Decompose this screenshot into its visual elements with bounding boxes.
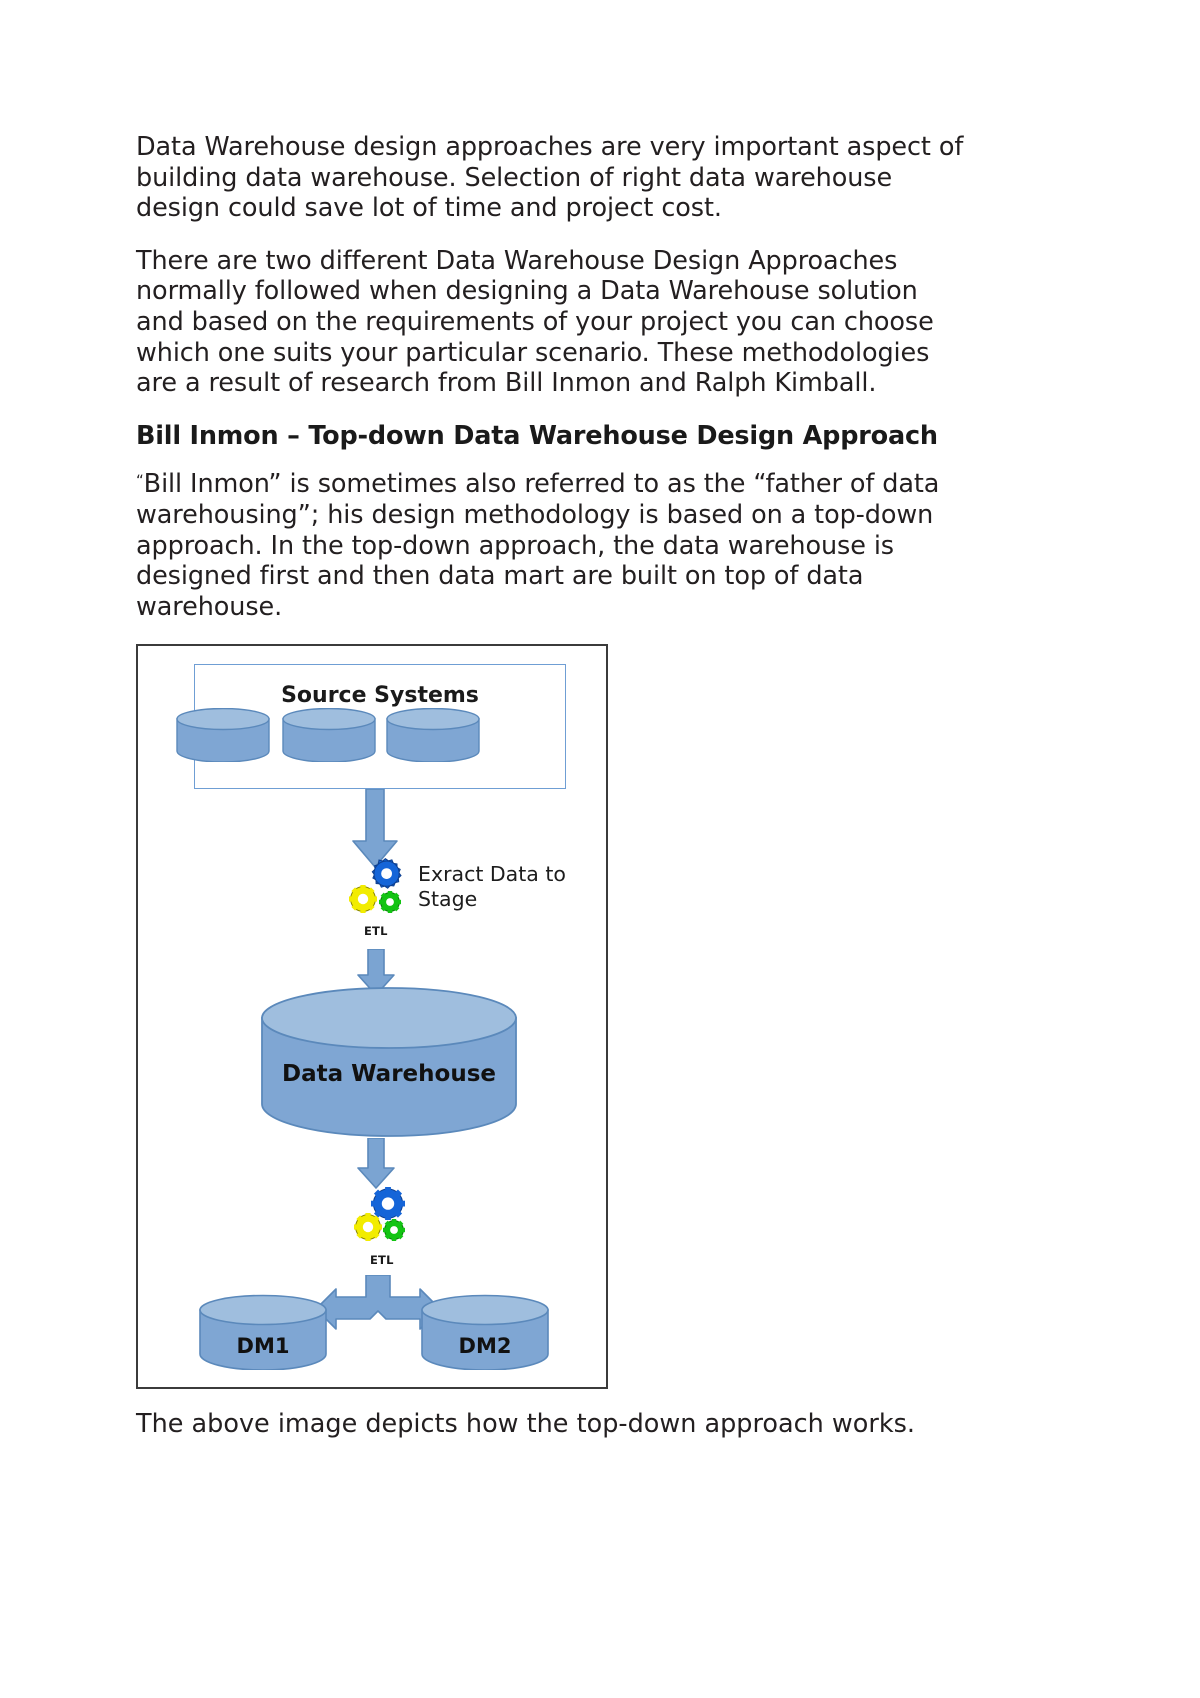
gear-green <box>379 891 401 914</box>
figure-caption: The above image depicts how the top-down… <box>136 1409 916 1440</box>
down-arrow-icon <box>357 1137 395 1190</box>
source-database-cylinder-2 <box>282 708 376 764</box>
etl-stage-description: Exract Data to Stage <box>418 862 566 912</box>
arrow-sources-to-etl <box>350 788 400 869</box>
paragraph-inmon-description: “Bill Inmon” is sometimes also referred … <box>136 469 972 622</box>
etl-gears-load-marts <box>348 1186 420 1248</box>
source-systems-title: Source Systems <box>281 683 479 709</box>
etl-badge-top: ETL <box>364 924 388 939</box>
cylinder-icon <box>176 708 270 764</box>
gears-icon <box>349 858 402 914</box>
down-arrow-icon <box>352 788 398 869</box>
gear-blue-large <box>371 1187 405 1221</box>
paragraph-inmon-text: Bill Inmon” is sometimes also referred t… <box>136 469 940 622</box>
cylinder-icon <box>421 1295 549 1372</box>
paragraph-intro: Data Warehouse design approaches are ver… <box>136 132 964 224</box>
data-warehouse-cylinder <box>260 986 518 1138</box>
cylinder-icon <box>199 1295 327 1372</box>
cylinder-icon <box>282 708 376 764</box>
data-mart-1-label: DM1 <box>236 1334 290 1359</box>
data-mart-cylinder-1 <box>198 1294 328 1372</box>
data-mart-2-label: DM2 <box>458 1334 512 1359</box>
section-heading-inmon: Bill Inmon – Top-down Data Warehouse Des… <box>136 420 938 451</box>
arrow-split-to-data-marts <box>314 1274 442 1343</box>
source-database-cylinder-1 <box>176 708 270 764</box>
cylinder-icon <box>261 987 517 1138</box>
gear-green <box>383 1219 405 1242</box>
gear-yellow <box>354 1213 382 1242</box>
gears-icon <box>354 1187 405 1242</box>
etl-badge-bottom: ETL <box>370 1253 394 1268</box>
cylinder-icon <box>386 708 480 764</box>
paragraph-approaches: There are two different Data Warehouse D… <box>136 245 934 399</box>
data-mart-cylinder-2 <box>420 1294 550 1372</box>
arrow-etl-to-warehouse <box>356 948 396 997</box>
source-database-cylinder-3 <box>386 708 480 764</box>
document-content: Data Warehouse design approaches are ver… <box>136 132 972 1440</box>
down-arrow-icon <box>357 948 395 997</box>
split-arrow-icon <box>315 1274 441 1331</box>
gear-blue-large <box>371 858 402 890</box>
arrow-warehouse-to-etl2 <box>356 1137 396 1190</box>
gear-yellow <box>349 885 377 914</box>
topdown-architecture-diagram: Source Systems <box>136 644 608 1390</box>
opening-quote-mark: “ <box>136 471 144 490</box>
etl-gears-extract-stage <box>342 856 414 918</box>
